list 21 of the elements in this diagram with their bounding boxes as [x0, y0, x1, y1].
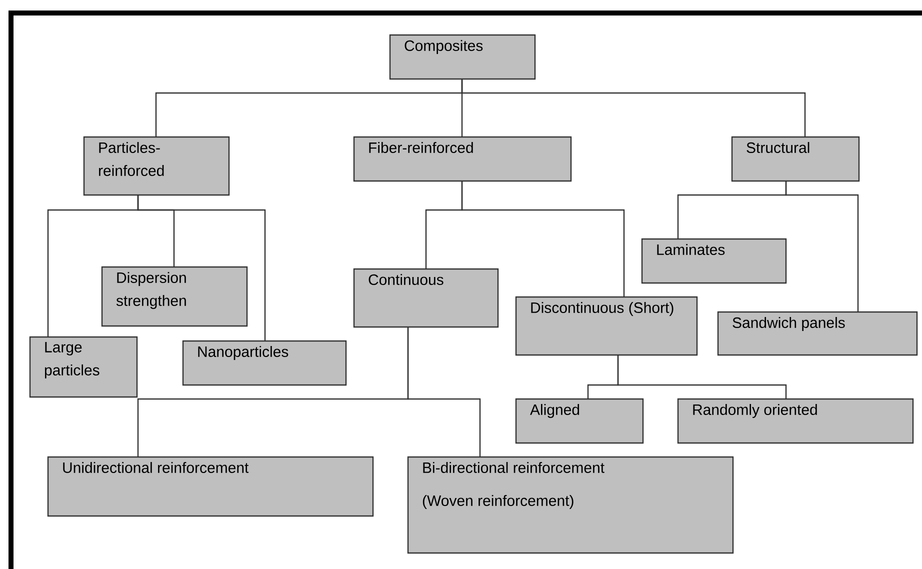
category-box: Sandwich panels: [717, 311, 918, 356]
category-box: Structural: [731, 136, 860, 182]
connector-line: [617, 355, 787, 399]
connector-line: [137, 195, 266, 341]
category-box: Discontinuous (Short): [515, 296, 698, 356]
connector-line: [407, 327, 481, 457]
category-box: Randomly oriented: [677, 398, 914, 444]
category-box: Particles- reinforced: [83, 136, 230, 196]
category-box: Continuous: [353, 268, 499, 328]
category-box: Nanoparticles: [182, 340, 347, 386]
connector-line: [785, 181, 859, 312]
category-box: Laminates: [641, 238, 787, 284]
connector-line: [461, 181, 625, 297]
category-box: Bi-directional reinforcement (Woven reinforcement): [407, 456, 734, 554]
category-box: Unidirectional reinforcement: [47, 456, 374, 517]
connector-line: [461, 79, 806, 137]
category-box: Composites: [389, 34, 536, 80]
category-box: Large particles: [29, 336, 138, 398]
category-box: Aligned: [515, 398, 644, 444]
category-box: Dispersion strengthen: [101, 266, 248, 327]
category-box: Fiber-reinforced: [353, 136, 572, 182]
